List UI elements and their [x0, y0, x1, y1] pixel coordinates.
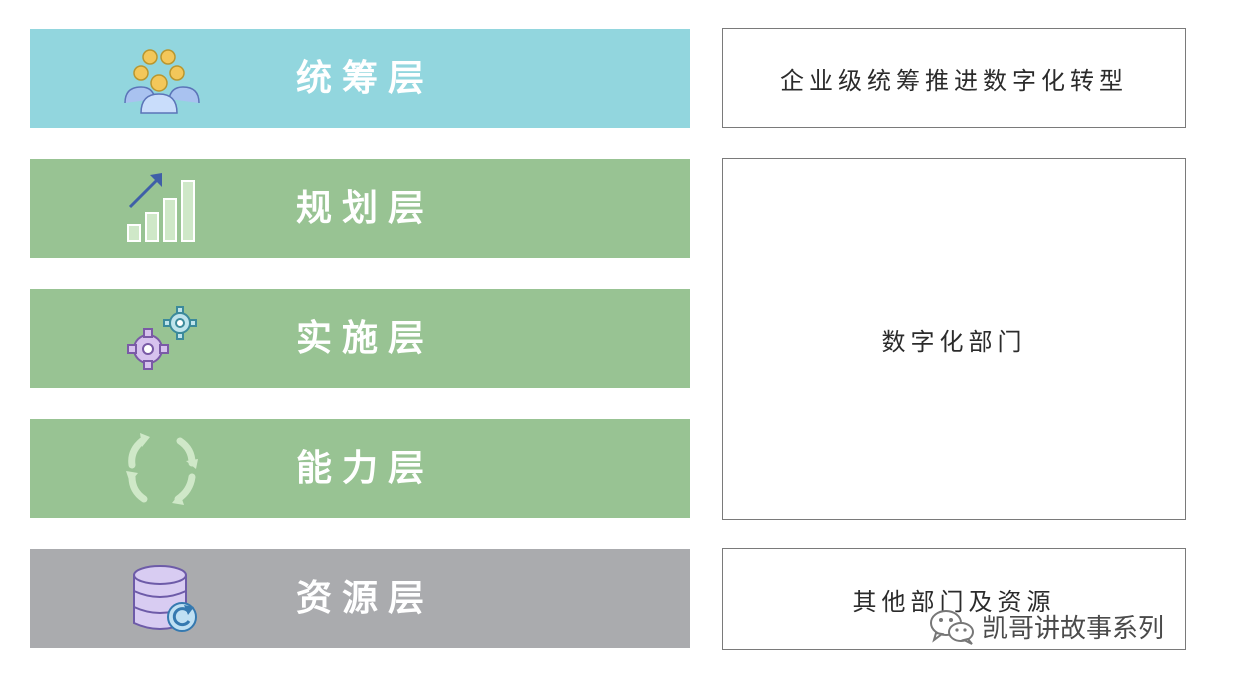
layer-label: 规划层 [296, 188, 435, 229]
layer-label: 统筹层 [296, 58, 435, 99]
layer-label: 能力层 [296, 448, 435, 489]
owner-label: 数字化部门 [881, 327, 1027, 356]
layer-implementation: 实施层 [30, 289, 690, 388]
layer-coordination: 统筹层 [30, 29, 690, 128]
owner-box-other: 其他部门及资源 [722, 548, 1186, 650]
gears-icon [122, 301, 202, 377]
owner-label: 企业级统筹推进数字化转型 [780, 66, 1128, 95]
layer-planning: 规划层 [30, 159, 690, 258]
watermark-text: 凯哥讲故事系列 [982, 613, 1165, 644]
cycle-arrows-icon [122, 431, 202, 507]
layer-capability: 能力层 [30, 419, 690, 518]
layer-resource: 资源层 [30, 549, 690, 648]
wechat-icon [928, 607, 982, 645]
database-refresh-icon [122, 561, 202, 637]
owner-box-enterprise: 企业级统筹推进数字化转型 [722, 28, 1186, 128]
watermark: 凯哥讲故事系列 [928, 606, 1164, 646]
people-group-icon [122, 41, 202, 117]
owner-box-digital-dept: 数字化部门 [722, 158, 1186, 520]
layer-label: 实施层 [296, 318, 435, 359]
growth-chart-icon [122, 171, 202, 247]
layer-label: 资源层 [296, 578, 435, 619]
